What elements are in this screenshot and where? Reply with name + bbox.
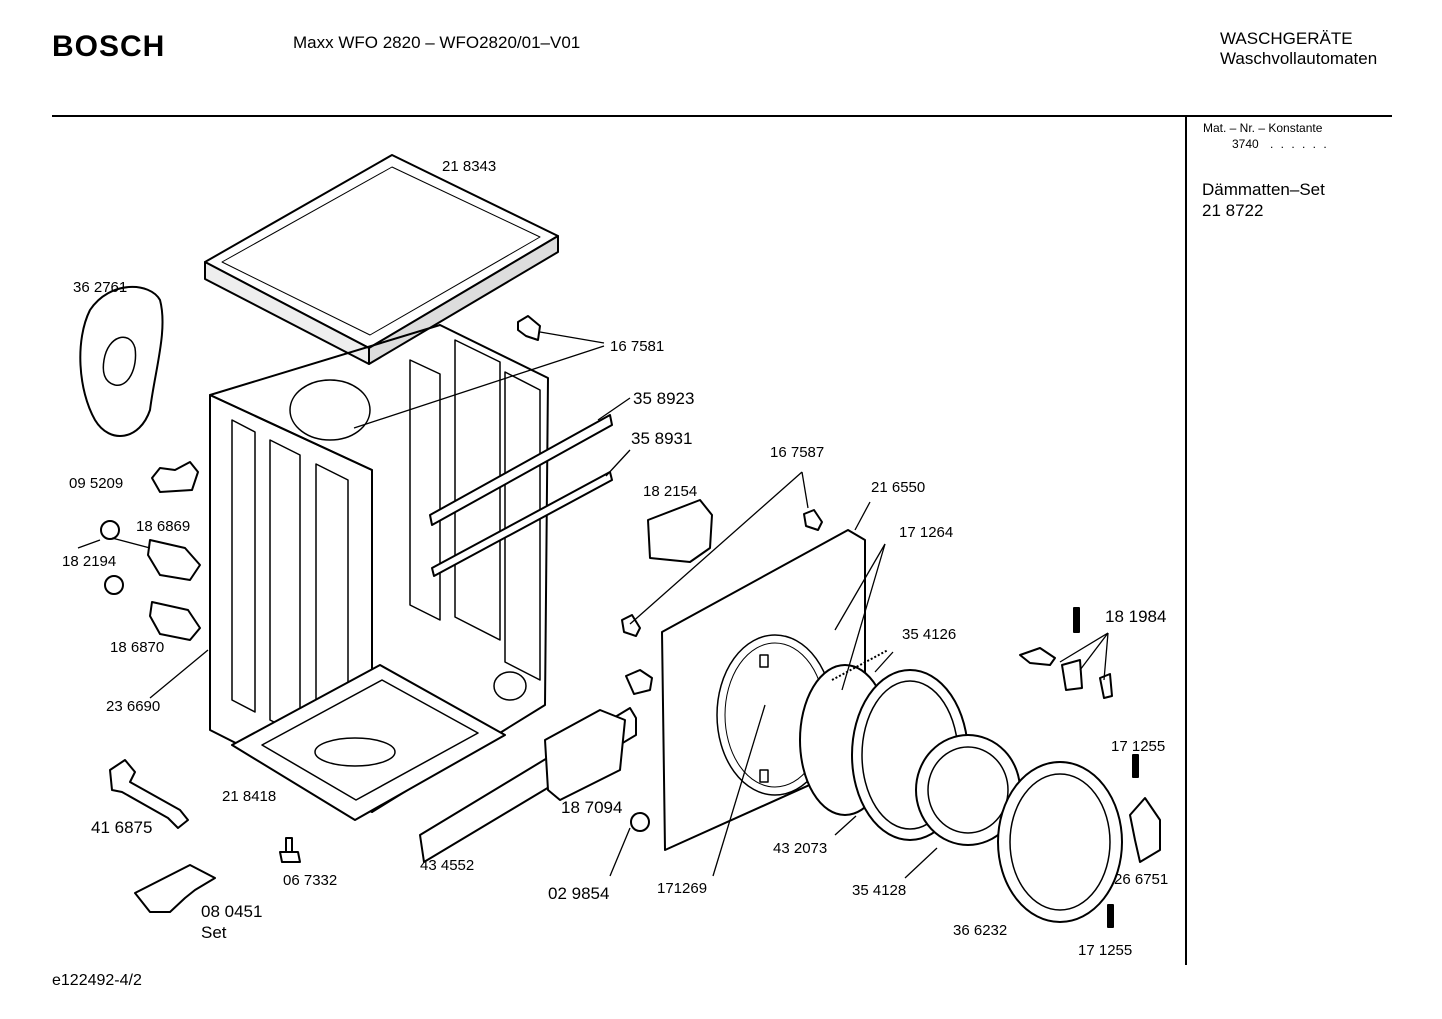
- label-187094: 18 7094: [561, 798, 622, 817]
- filter-cap-187094: [625, 669, 653, 695]
- label-432073: 43 2073: [773, 840, 827, 857]
- label-366232: 36 6232: [953, 922, 1007, 939]
- label-029854: 02 9854: [548, 884, 609, 903]
- category-subtitle: Waschvollautomaten: [1220, 49, 1378, 68]
- cross-bar-lower: [431, 471, 613, 577]
- label-080451-set: Set: [201, 923, 227, 942]
- fitting-080451: [134, 864, 216, 913]
- clip-167587-lower: [621, 614, 641, 637]
- label-416875: 41 6875: [91, 818, 152, 837]
- cabinet-back-frame: [209, 324, 549, 813]
- label-358923: 35 8923: [633, 389, 694, 408]
- leader-lines: [77, 331, 1109, 879]
- label-167581: 16 7581: [610, 338, 664, 355]
- door-hinge-266751: [1129, 797, 1161, 863]
- wrench-416875: [109, 759, 189, 829]
- insulation-set-name: Dämmatten–Set: [1202, 180, 1325, 199]
- knob-029854: [630, 812, 650, 832]
- label-181984: 18 1984: [1105, 607, 1166, 626]
- drawing-id: e122492-4/2: [52, 972, 142, 989]
- clip-167581: [517, 315, 541, 341]
- label-095209: 09 5209: [69, 475, 123, 492]
- pin-171255-lower: [1107, 904, 1114, 928]
- label-182194: 18 2194: [62, 553, 116, 570]
- label-354126: 35 4126: [902, 626, 956, 643]
- shock-absorber-186869: [147, 539, 201, 581]
- door-lock-182154: [647, 499, 713, 563]
- base-tray: [231, 664, 506, 821]
- category-title: WASCHGERÄTE: [1220, 29, 1353, 48]
- insulation-set-number: 21 8722: [1202, 201, 1264, 220]
- label-167587: 16 7587: [770, 444, 824, 461]
- pin-171255-upper: [1132, 754, 1139, 778]
- bushing-182194-lower: [104, 575, 124, 595]
- brand-logo: BOSCH: [52, 30, 166, 63]
- tension-spring-354126: [831, 649, 889, 681]
- label-171255-lower: 17 1255: [1078, 942, 1132, 959]
- material-number-label: Mat. – Nr. – Konstante: [1203, 121, 1323, 135]
- label-354128: 35 4128: [852, 882, 906, 899]
- pin-181984: [1073, 607, 1080, 633]
- door-outer-ring: [997, 761, 1123, 923]
- shock-absorber-186870: [149, 601, 201, 641]
- hook-181984: [1099, 673, 1113, 699]
- bracket-095209: [151, 461, 199, 493]
- insulation-cover: [79, 286, 164, 437]
- label-182154: 18 2154: [643, 483, 697, 500]
- material-number-value: 3740: [1232, 137, 1259, 151]
- label-067332: 06 7332: [283, 872, 337, 889]
- lever-181984: [1019, 647, 1056, 666]
- label-358931: 35 8931: [631, 429, 692, 448]
- screw-067332: [279, 837, 301, 863]
- label-434552: 43 4552: [420, 857, 474, 874]
- label-362761: 36 2761: [73, 279, 127, 296]
- cross-bar-upper: [429, 414, 613, 526]
- label-171264: 17 1264: [899, 524, 953, 541]
- bushing-182194-upper: [100, 520, 120, 540]
- label-236690: 23 6690: [106, 698, 160, 715]
- label-171269: 171269: [657, 880, 707, 897]
- label-216550: 21 6550: [871, 479, 925, 496]
- part-labels: 21 8343 36 2761 16 7581 35 8923 35 8931 …: [62, 158, 1168, 959]
- detergent-drawer-front: [419, 707, 637, 863]
- label-266751: 26 6751: [1114, 871, 1168, 888]
- clip-167587-upper: [803, 509, 823, 531]
- label-186870: 18 6870: [110, 639, 164, 656]
- label-080451: 08 0451: [201, 902, 262, 921]
- worktop-lid: [204, 154, 559, 365]
- label-218343: 21 8343: [442, 158, 496, 175]
- label-218418: 21 8418: [222, 788, 276, 805]
- latch-181984: [1061, 659, 1083, 691]
- label-186869: 18 6869: [136, 518, 190, 535]
- model-title: Maxx WFO 2820 – WFO2820/01–V01: [293, 33, 581, 52]
- label-171255-upper: 17 1255: [1111, 738, 1165, 755]
- material-number-dots: . . . . . .: [1270, 137, 1329, 151]
